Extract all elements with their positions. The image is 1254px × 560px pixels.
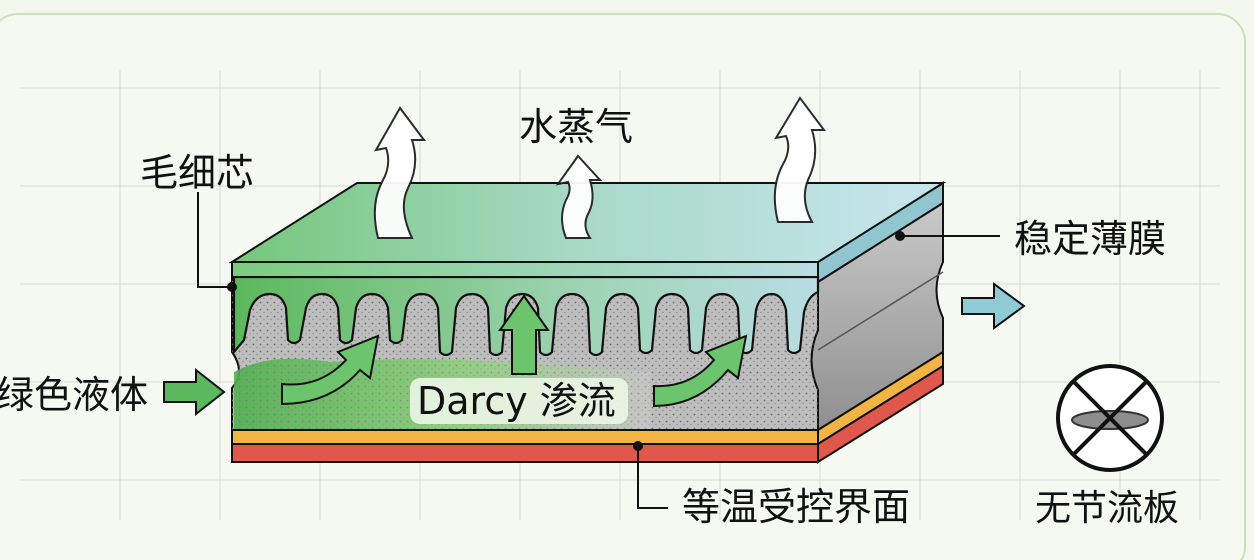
stable-film-label: 稳定薄膜 xyxy=(1014,217,1166,261)
vapor-label: 水蒸气 xyxy=(519,105,633,149)
stable-film-strip xyxy=(232,262,818,277)
darcy-flow-label: Darcy 渗流 xyxy=(417,379,616,423)
isothermal-layer-orange xyxy=(232,430,818,444)
isothermal-layer-red xyxy=(232,444,818,462)
green-liquid-label: 绿色液体 xyxy=(0,373,148,417)
capillary-wick-label: 毛细芯 xyxy=(140,151,254,195)
no-throttle-plate-label: 无节流板 xyxy=(1035,488,1179,529)
no-throttle-plate-icon xyxy=(1058,366,1162,470)
isothermal-interface-label: 等温受控界面 xyxy=(682,485,910,529)
